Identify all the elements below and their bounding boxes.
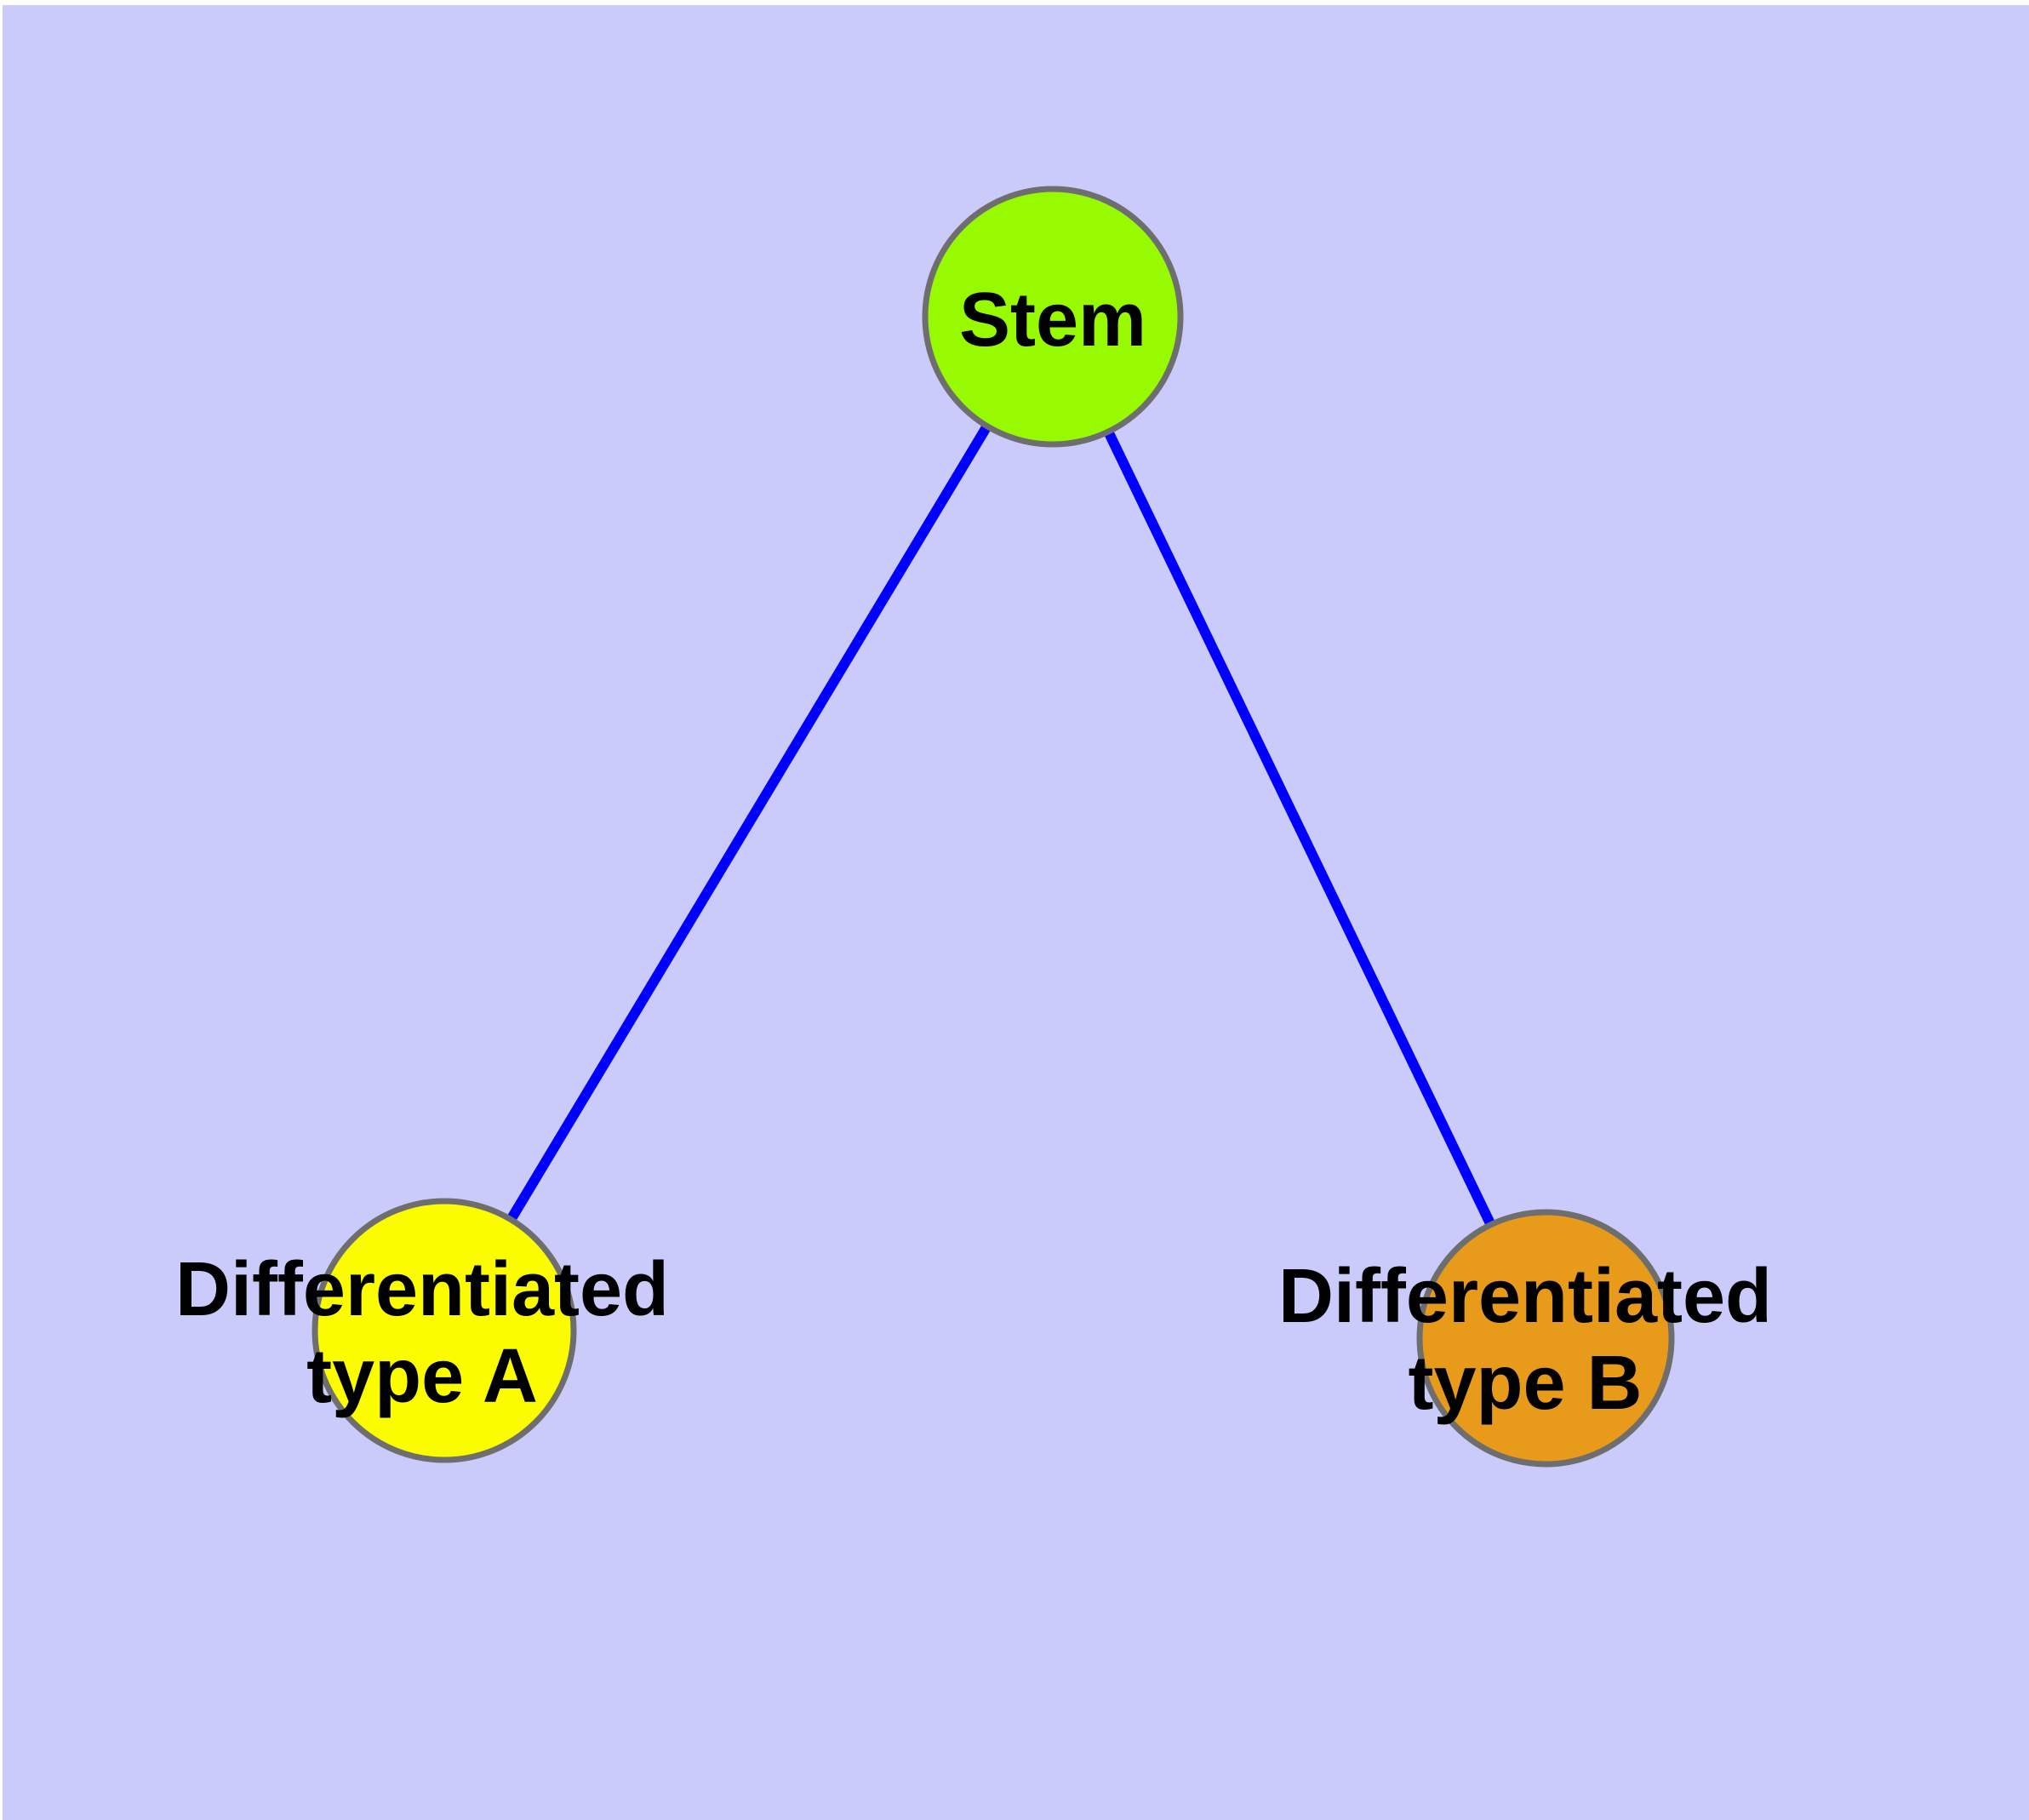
- edge-stem-to-type-b: [1048, 314, 1551, 1341]
- node-type-b-label-line1: Differentiated: [1278, 1254, 1772, 1339]
- node-stem-label: Stem: [959, 278, 1146, 363]
- node-type-a: [311, 1198, 577, 1463]
- node-stem: [922, 186, 1184, 448]
- edge-stem-to-type-a: [439, 313, 1058, 1334]
- node-type-a-label-line2: type A: [306, 1334, 538, 1419]
- node-type-b-label-line2: type B: [1408, 1341, 1642, 1426]
- node-type-b: [1416, 1209, 1675, 1468]
- node-type-a-label-line1: Differentiated: [175, 1247, 669, 1332]
